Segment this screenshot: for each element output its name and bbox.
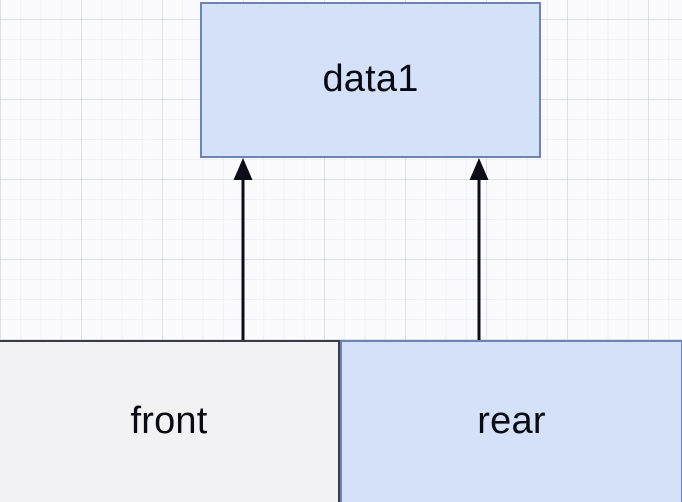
- node-data1-label: data1: [322, 58, 419, 101]
- node-front[interactable]: front: [0, 340, 340, 502]
- edge-rear-to-data1-arrowhead: [469, 158, 489, 180]
- edge-rear-to-data1[interactable]: [469, 158, 489, 340]
- node-data1[interactable]: data1: [200, 2, 541, 158]
- edge-front-to-data1[interactable]: [233, 158, 253, 340]
- node-rear-label: rear: [477, 400, 546, 443]
- node-front-label: front: [130, 400, 208, 443]
- edge-front-to-data1-arrowhead: [233, 158, 253, 180]
- node-rear[interactable]: rear: [340, 340, 682, 502]
